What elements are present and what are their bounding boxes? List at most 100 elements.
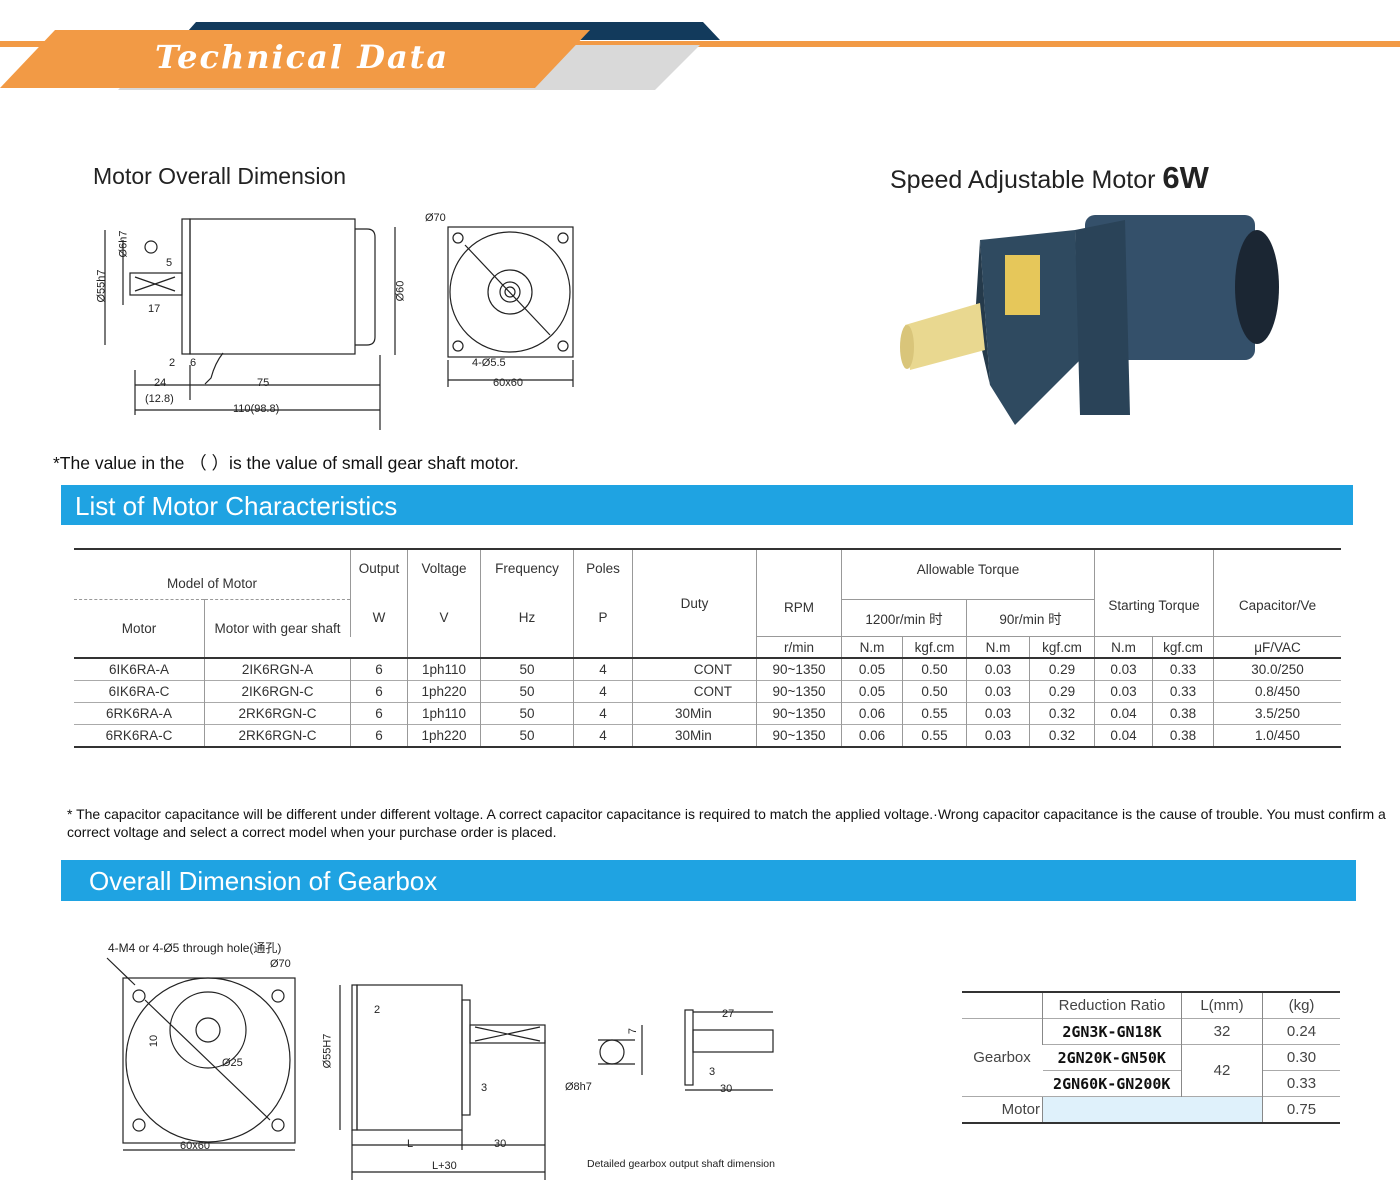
- cell-t90-kgf: 0.32: [1029, 724, 1095, 747]
- gb-hdr-ratio: Reduction Ratio: [1042, 992, 1182, 1019]
- dim-60x60: 60x60: [493, 377, 523, 389]
- cell-motor-gear: 2RK6RGN-C: [204, 702, 351, 725]
- cell-voltage: 1ph110: [407, 657, 481, 681]
- gb-10: 10: [148, 1034, 161, 1048]
- motor-photo-title: Speed Adjustable Motor 6W: [890, 160, 1209, 196]
- gb-d70: Ø70: [270, 958, 291, 970]
- cell-poles: 4: [573, 680, 633, 703]
- cell-motor: 6IK6RA-A: [74, 657, 205, 681]
- cell-t90-nm: 0.03: [966, 657, 1030, 681]
- dim-12-8: (12.8): [145, 393, 174, 405]
- dim-d6h7: Ø6h7: [117, 230, 130, 258]
- hdr-unit-hz: Hz: [518, 610, 536, 626]
- cell-output: 6: [350, 724, 408, 747]
- hdr-starting-torque: Starting Torque: [1094, 549, 1214, 637]
- dim-5: 5: [166, 257, 173, 269]
- cell-t1200-kgf: 0.55: [902, 724, 967, 747]
- cell-output: 6: [350, 657, 408, 681]
- cell-rpm: 90~1350: [756, 702, 842, 725]
- gb-motor-kg: 0.75: [1262, 1096, 1340, 1123]
- dim-6: 6: [190, 357, 197, 369]
- gb-l-2: 42: [1181, 1044, 1263, 1097]
- cell-t1200-nm: 0.06: [841, 702, 903, 725]
- gearbox-drawing: [106, 957, 774, 1180]
- cell-rpm: 90~1350: [756, 657, 842, 681]
- gb-d8h7: Ø8h7: [565, 1081, 592, 1093]
- cell-voltage: 1ph220: [407, 724, 481, 747]
- hdr-unit-p: P: [598, 610, 608, 626]
- cell-motor: 6IK6RA-C: [74, 680, 205, 703]
- gb-30: 30: [494, 1138, 507, 1150]
- hdr-unit-kgf-1: kgf.cm: [902, 636, 967, 658]
- cell-rpm: 90~1350: [756, 680, 842, 703]
- dimension-note: *The value in the （ ）is the value of sma…: [53, 453, 519, 473]
- cell-start-nm: 0.04: [1094, 724, 1153, 747]
- cell-start-nm: 0.03: [1094, 680, 1153, 703]
- gb-d55h7: Ø55H7: [321, 1033, 334, 1069]
- cell-start-kgf: 0.38: [1152, 702, 1214, 725]
- cell-t90-kgf: 0.29: [1029, 657, 1095, 681]
- hdr-unit-kgf-3: kgf.cm: [1152, 636, 1214, 658]
- dim-2: 2: [169, 357, 176, 369]
- hdr-duty: Duty: [632, 549, 757, 658]
- cell-frequency: 50: [480, 724, 574, 747]
- cell-rpm: 90~1350: [756, 724, 842, 747]
- dim-75: 75: [257, 377, 270, 389]
- dim-17: 17: [148, 303, 161, 315]
- hdr-t90: 90r/min 时: [966, 599, 1095, 637]
- cell-motor-gear: 2IK6RGN-C: [204, 680, 351, 703]
- hdr-unit-rpm: r/min: [756, 636, 842, 658]
- gb-kg-3: 0.33: [1262, 1070, 1340, 1097]
- gb-shaft-caption: Detailed gearbox output shaft dimension: [587, 1158, 775, 1170]
- cell-duty: CONT: [632, 680, 757, 703]
- gb-7: 7: [627, 1027, 640, 1035]
- gb-hdr-l: L(mm): [1181, 992, 1263, 1019]
- gb-group-label: Gearbox: [962, 1018, 1043, 1097]
- gearbox-table: Reduction Ratio L(mm) (kg) Gearbox 2GN3K…: [962, 991, 1340, 1124]
- cell-duty: CONT: [632, 657, 757, 681]
- characteristics-note: * The capacitor capacitance will be diff…: [67, 806, 1386, 840]
- cell-t1200-nm: 0.05: [841, 680, 903, 703]
- dim-d70: Ø70: [425, 212, 446, 224]
- gb-kg-2: 0.30: [1262, 1044, 1340, 1071]
- cell-start-kgf: 0.33: [1152, 680, 1214, 703]
- hdr-unit-nm-2: N.m: [966, 636, 1030, 658]
- hdr-unit-cap: μF/VAC: [1213, 636, 1341, 658]
- cell-voltage: 1ph220: [407, 680, 481, 703]
- gb-motor-blank: [1042, 1096, 1263, 1123]
- cell-capacitor: 1.0/450: [1213, 724, 1341, 747]
- hdr-unit-w: W: [372, 610, 386, 626]
- motor-power: 6W: [1162, 160, 1209, 195]
- cell-frequency: 50: [480, 680, 574, 703]
- cell-t1200-kgf: 0.55: [902, 702, 967, 725]
- cell-t90-kgf: 0.32: [1029, 702, 1095, 725]
- cell-motor: 6RK6RA-A: [74, 702, 205, 725]
- characteristics-section-title: List of Motor Characteristics: [75, 491, 398, 521]
- motor-photo: [900, 215, 1279, 425]
- gearbox-section-title: Overall Dimension of Gearbox: [89, 866, 438, 896]
- hdr-capacitor: Capacitor/Ve: [1213, 549, 1341, 637]
- cell-motor-gear: 2RK6RGN-C: [204, 724, 351, 747]
- hdr-t1200: 1200r/min 时: [841, 599, 967, 637]
- hdr-output-label: Output: [358, 561, 400, 577]
- gb-ratio-3: 2GN60K-GN200K: [1042, 1070, 1182, 1097]
- hdr-poles-label: Poles: [586, 561, 620, 577]
- motor-dimension-drawing: [104, 218, 574, 430]
- cell-motor: 6RK6RA-C: [74, 724, 205, 747]
- hdr-unit-nm-3: N.m: [1094, 636, 1153, 658]
- cell-t1200-nm: 0.06: [841, 724, 903, 747]
- cell-start-kgf: 0.33: [1152, 657, 1214, 681]
- cell-poles: 4: [573, 657, 633, 681]
- motor-dimension-title: Motor Overall Dimension: [93, 163, 347, 189]
- gb-motor-label: Motor: [962, 1096, 1043, 1123]
- cell-t1200-nm: 0.05: [841, 657, 903, 681]
- characteristics-section-bar: List of Motor Characteristics: [61, 485, 1353, 525]
- hdr-motor-gear: Motor with gear shaft: [204, 599, 351, 658]
- gb-27: 27: [722, 1008, 735, 1020]
- gb-l-1: 32: [1181, 1018, 1263, 1045]
- motor-photo-title-text: Speed Adjustable Motor: [890, 166, 1156, 194]
- page-title: Technical Data: [155, 38, 450, 76]
- gb-60x60: 60x60: [180, 1140, 210, 1152]
- gb-hdr-kg: (kg): [1262, 992, 1340, 1019]
